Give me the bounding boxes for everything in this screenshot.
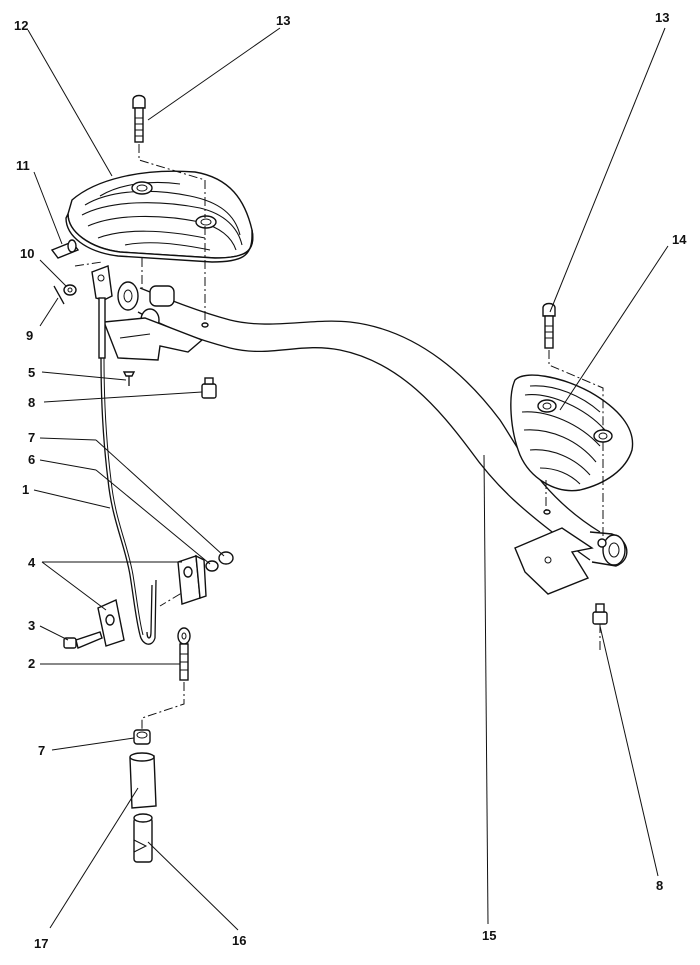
callout-10: 10 bbox=[20, 246, 34, 261]
right-wood-pedal bbox=[510, 374, 634, 492]
cable-yoke bbox=[91, 265, 113, 359]
washer bbox=[201, 322, 209, 328]
cable-clamp-bracket-front bbox=[97, 599, 125, 647]
left-carriage-bolt bbox=[132, 94, 146, 143]
callout-1: 1 bbox=[22, 482, 29, 497]
cotter-pin bbox=[53, 285, 65, 305]
left-mounting-plate bbox=[103, 317, 204, 361]
callout-13-right: 13 bbox=[655, 10, 669, 25]
callout-9: 9 bbox=[26, 328, 33, 343]
callout-8-right: 8 bbox=[656, 878, 663, 893]
flat-washer bbox=[63, 284, 77, 296]
right-mounting-plate bbox=[514, 527, 594, 595]
callout-12: 12 bbox=[14, 18, 28, 33]
clevis-pin bbox=[50, 239, 80, 259]
callout-7-upper: 7 bbox=[28, 430, 35, 445]
eye-bolt bbox=[177, 627, 191, 681]
small-screw bbox=[122, 371, 136, 386]
callout-labels: 12 13 13 14 11 10 9 5 8 7 6 1 4 3 2 7 17… bbox=[14, 10, 687, 951]
callout-5: 5 bbox=[28, 365, 35, 380]
grease-fitting-left bbox=[201, 377, 217, 399]
callout-8-left: 8 bbox=[28, 395, 35, 410]
left-wood-pedal bbox=[65, 170, 254, 263]
callout-17: 17 bbox=[34, 936, 48, 951]
callout-6: 6 bbox=[28, 452, 35, 467]
lower-hex-nut bbox=[133, 729, 151, 745]
cable-clamp-bracket-rear bbox=[177, 554, 207, 605]
callout-14: 14 bbox=[672, 232, 687, 247]
cap-screw bbox=[63, 631, 103, 649]
callout-13-left: 13 bbox=[276, 13, 290, 28]
callout-2: 2 bbox=[28, 656, 35, 671]
assembly-lines bbox=[74, 144, 604, 730]
washer bbox=[543, 509, 551, 515]
callout-15: 15 bbox=[482, 928, 496, 943]
callout-7-lower: 7 bbox=[38, 743, 45, 758]
sleeve bbox=[129, 752, 157, 809]
callout-11: 11 bbox=[16, 158, 30, 173]
callout-3: 3 bbox=[28, 618, 35, 633]
grease-fitting-right bbox=[592, 603, 608, 625]
control-cable bbox=[100, 357, 157, 645]
slotted-fitting bbox=[133, 813, 153, 863]
right-carriage-bolt bbox=[542, 302, 556, 349]
callout-16: 16 bbox=[232, 933, 246, 948]
leader-lines bbox=[27, 27, 669, 931]
callout-4: 4 bbox=[28, 555, 36, 570]
